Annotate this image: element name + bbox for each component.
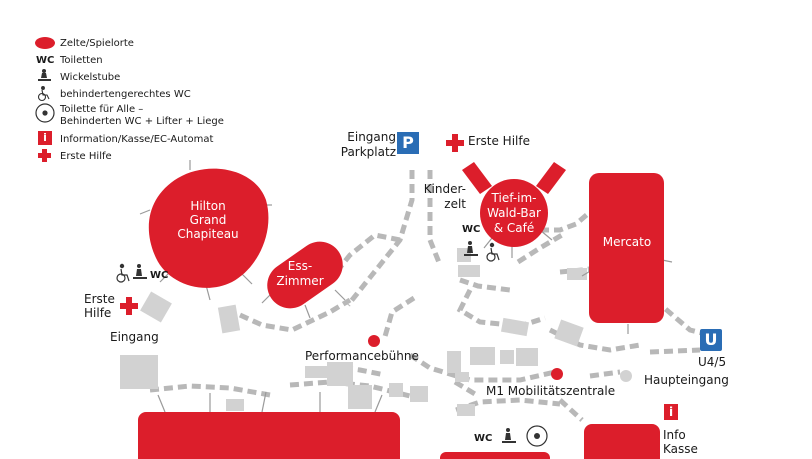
legend-label: Toiletten: [60, 55, 103, 66]
label-erste-hilfe-left: Erste Hilfe: [84, 292, 115, 320]
legend-label: Toilette für Alle – Behinderten WC + Lif…: [60, 104, 224, 127]
wc-icon: WC: [462, 224, 481, 235]
m1-mobilitaet-marker[interactable]: [551, 368, 563, 380]
wc-icon: WC: [474, 433, 493, 444]
wheelchair-icon: [37, 86, 50, 102]
label-info-kasse: Info Kasse: [663, 428, 698, 456]
tief-im-wald-bar[interactable]: [462, 162, 566, 258]
parking-icon: P: [397, 132, 419, 154]
performancebuehne-marker[interactable]: [368, 335, 380, 347]
label-kinderzelt: Kinder- zelt: [423, 182, 466, 211]
bottom-middle-tent[interactable]: [440, 452, 550, 459]
first-aid-cross-icon: [38, 149, 51, 162]
ubahn-icon: U: [700, 329, 722, 351]
label-eingang-parkplatz: Eingang Parkplatz: [340, 130, 396, 159]
wheelchair-icon: [116, 263, 130, 283]
info-icon: [38, 131, 52, 145]
label-performancebuehne: Performancebühne: [305, 349, 419, 363]
wc-icon: WC: [36, 55, 55, 66]
legend-icons: [35, 37, 55, 162]
baby-changing-icon: [464, 241, 478, 256]
first-aid-cross-icon: [120, 297, 138, 315]
bottom-large-tent[interactable]: [138, 391, 400, 459]
tent-shape-icon: [35, 37, 55, 49]
gray-buildings: [120, 248, 632, 416]
wheelchair-icon: [486, 242, 500, 262]
mercato[interactable]: [581, 173, 673, 334]
baby-changing-icon: [133, 264, 147, 279]
info-icon: i: [664, 404, 678, 420]
wc-icon: WC: [150, 270, 169, 281]
info-icon-letter: i: [43, 131, 47, 144]
legend-label: Zelte/Spielorte: [60, 38, 134, 49]
venue-label-mercato: Mercato: [602, 235, 652, 249]
label-erste-hilfe-top: Erste Hilfe: [468, 134, 530, 148]
label-m1-mobilitaet: M1 Mobilitätszentrale: [486, 384, 616, 398]
venue-label-hilton: Hilton Grand Chapiteau: [177, 199, 239, 241]
label-haupteingang: Haupteingang: [644, 373, 729, 387]
first-aid-cross-icon: [446, 134, 464, 152]
toilet-for-all-icon: [526, 425, 548, 447]
legend-label: Information/Kasse/EC-Automat: [60, 134, 214, 145]
hilton-grand-chapiteau[interactable]: [139, 160, 272, 301]
baby-changing-icon: [38, 69, 51, 81]
venue-label-ess-zimmer: Ess- Zimmer: [276, 259, 324, 288]
venue-label-tief-im-wald: Tief-im- Wald-Bar & Café: [487, 191, 541, 235]
legend-label: behindertengerechtes WC: [60, 89, 191, 100]
legend-label: Erste Hilfe: [60, 151, 112, 162]
baby-changing-icon: [502, 428, 516, 443]
bottom-right-tent[interactable]: [584, 424, 660, 459]
label-u45: U4/5: [698, 355, 727, 369]
ess-zimmer[interactable]: [258, 233, 352, 319]
legend-label: Wickelstube: [60, 72, 121, 83]
toilet-for-all-icon: [35, 103, 55, 123]
label-eingang: Eingang: [110, 330, 159, 344]
